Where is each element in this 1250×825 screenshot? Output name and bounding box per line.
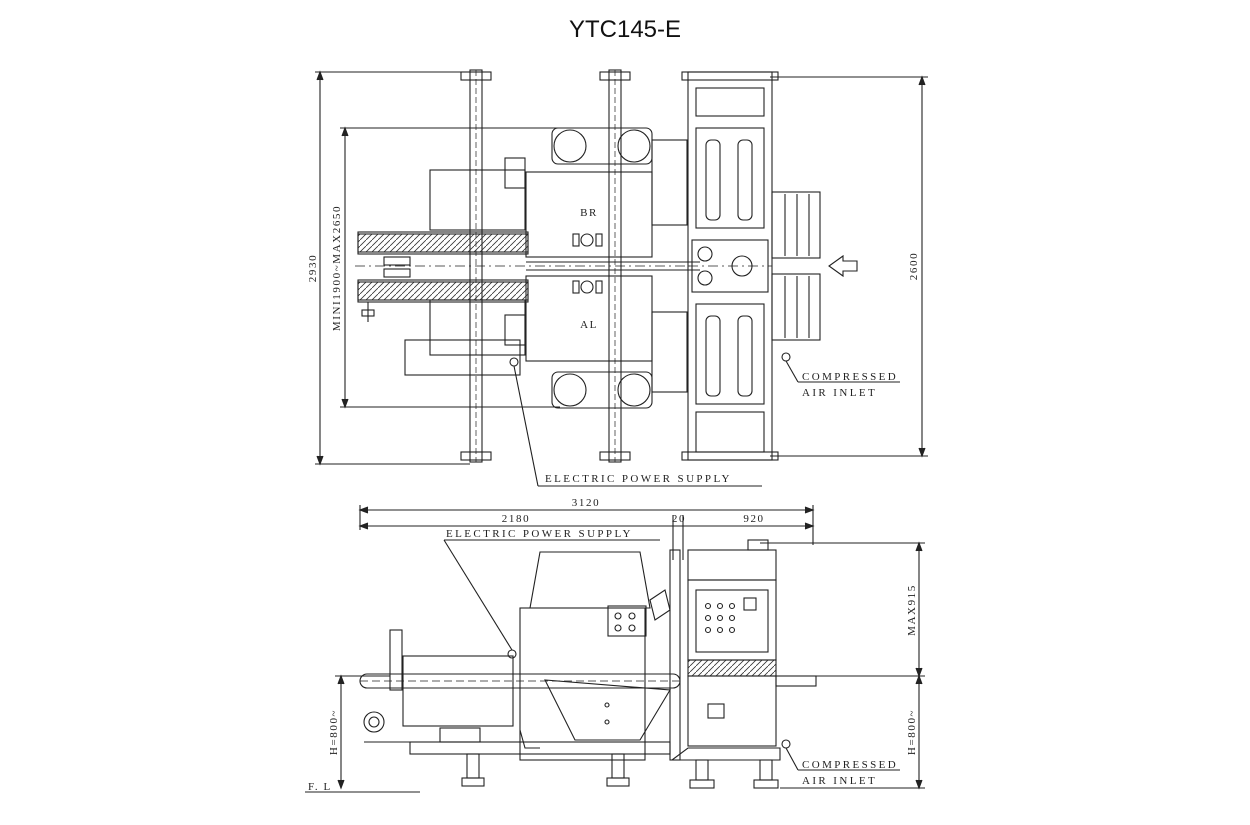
overall-width-label: 3120 [572,497,600,509]
right-width-label: 920 [743,513,764,525]
feed-direction-arrow [828,254,858,278]
plan-roller-table [771,191,821,341]
left-width-label: 2180 [502,513,530,525]
right-height-label: H=800~ [906,709,918,755]
side-air-label-2: AIR INLET [802,775,877,787]
head-top-label: BR [580,207,598,219]
plan-conveyor-belts [355,231,690,322]
left-height-label: H=800~ [328,709,340,755]
plan-taping-heads [525,171,700,362]
plan-height-label: 2930 [307,254,319,282]
plan-air-label-1: COMPRESSED [802,371,898,383]
plan-rollers [551,127,688,409]
plan-infeed-frame [681,71,779,461]
plan-right-dimensions [770,75,928,458]
side-air-label-1: COMPRESSED [802,759,898,771]
plan-air-label-2: AIR INLET [802,387,877,399]
side-left-dimensions [305,674,420,793]
floor-label: F. L [308,781,332,793]
side-legs [461,753,779,789]
drawing-title: YTC145-E [568,16,682,43]
plan-left-dimensions [315,70,560,466]
side-top-dimensions [358,505,815,560]
plan-right-label: 2600 [908,252,920,280]
side-view [305,505,925,793]
plan-power-label: ELECTRIC POWER SUPPLY [545,473,732,485]
side-power-label: ELECTRIC POWER SUPPLY [446,528,633,540]
side-conveyor [359,673,681,755]
plan-adjust-label: MINI1900~MAX2650 [331,205,343,331]
plan-left-body [404,157,526,376]
plan-view [315,69,928,487]
head-bottom-label: AL [580,319,598,331]
gap-width-label: 20 [672,513,686,525]
max-height-label: MAX915 [906,584,918,636]
side-control-cabinet [670,539,817,761]
side-right-dimensions [760,541,925,790]
side-main-frame [389,549,681,761]
